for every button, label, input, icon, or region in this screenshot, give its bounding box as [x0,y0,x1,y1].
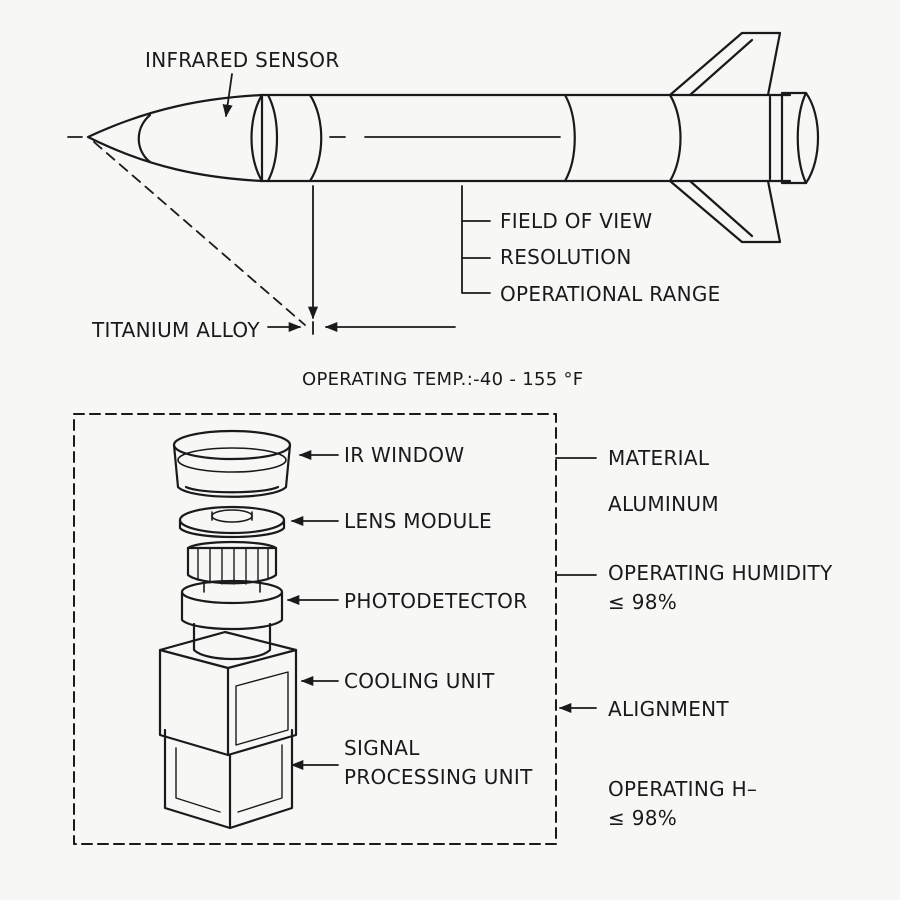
label-signal-processing-line2: PROCESSING UNIT [344,765,533,789]
label-photodetector: PHOTODETECTOR [344,589,528,613]
label-operational-range: OPERATIONAL RANGE [500,282,721,306]
label-ir-window: IR WINDOW [344,443,465,467]
label-aluminum: ALUMINUM [608,492,719,516]
label-humidity-value: ≤ 98% [608,590,678,614]
upper-fin [668,31,782,97]
label-operating-h-value: ≤ 98% [608,806,678,830]
label-resolution: RESOLUTION [500,245,632,269]
label-signal-processing-unit: SIGNAL PROCESSING UNIT [344,734,533,792]
label-alignment: ALIGNMENT [608,697,729,721]
missile-illustration [86,31,820,244]
label-cooling-unit: COOLING UNIT [344,669,495,693]
label-lens-module: LENS MODULE [344,509,492,533]
label-field-of-view: FIELD OF VIEW [500,209,653,233]
label-operating-h-group: OPERATING H– ≤ 98% [608,775,757,833]
label-material: MATERIAL [608,446,710,470]
component-box-frame [73,413,557,845]
label-signal-processing-line1: SIGNAL [344,736,420,760]
label-operating-humidity-group: OPERATING HUMIDITY ≤ 98% [608,559,833,617]
label-operating-h: OPERATING H– [608,777,758,801]
label-operating-temp: OPERATING TEMP.:-40 - 155 °F [302,369,584,390]
lower-fin [668,179,782,244]
spec-bracket [461,185,491,294]
label-infrared-sensor: INFRARED SENSOR [145,48,340,72]
label-titanium-alloy: TITANIUM ALLOY [92,318,260,342]
infrared-sensor-pointer [222,73,233,118]
nose-seeker-ring [137,113,152,164]
sensor-stack-illustration [158,429,298,830]
titanium-guide-dashed [93,141,306,326]
label-operating-humidity: OPERATING HUMIDITY [608,561,833,585]
missile-nose-cone [86,93,264,183]
missile-body [260,93,792,183]
